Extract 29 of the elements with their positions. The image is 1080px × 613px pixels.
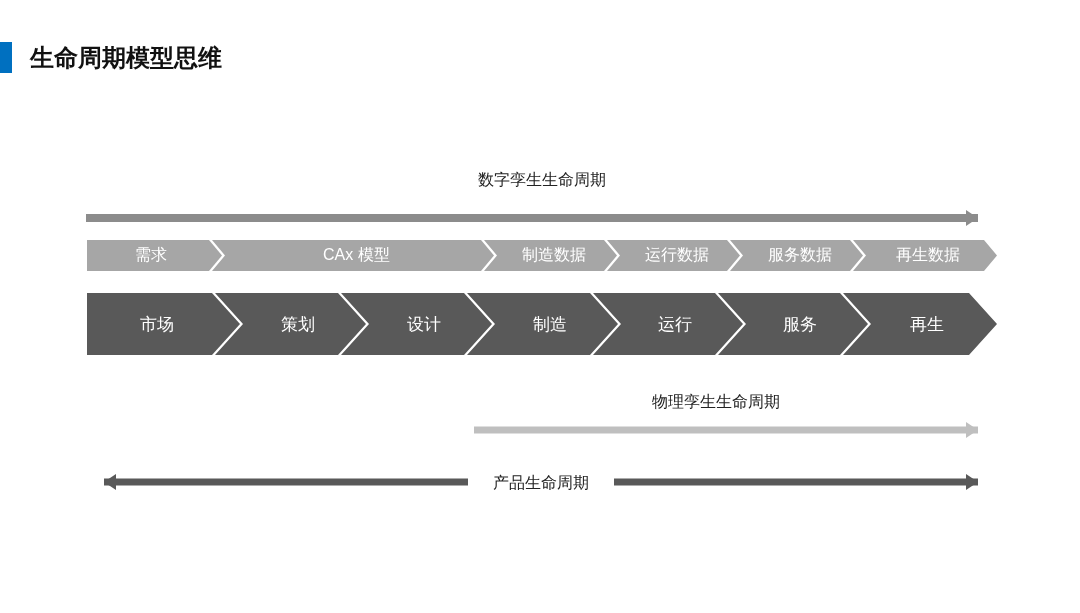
step-label: 市场: [138, 313, 175, 336]
lifecycle-label: 物理孪生生命周期: [652, 392, 780, 412]
step-label: 运行: [657, 313, 693, 336]
chevron-step: [87, 240, 222, 271]
step-label: 服务数据: [766, 245, 833, 265]
step-label: 设计: [405, 313, 442, 336]
lifecycle-label: 数字孪生生命周期: [478, 170, 606, 190]
chevron-step: [484, 240, 617, 271]
chevron-step: [215, 293, 366, 355]
chevron-step: [607, 240, 740, 271]
page-title: 生命周期模型思维: [30, 43, 222, 73]
step-label: 运行数据: [643, 245, 710, 265]
step-label: 再生数据: [895, 245, 962, 265]
step-label: CAx 模型: [321, 245, 391, 265]
chevron-step: [87, 293, 240, 355]
chevron-step: [730, 240, 863, 271]
chevron-step: [341, 293, 492, 355]
step-label: 服务: [782, 313, 818, 336]
chevron-step: [467, 293, 618, 355]
step-label: 制造数据: [520, 245, 587, 265]
step-label: 制造: [531, 313, 568, 336]
step-label: 再生: [909, 313, 945, 336]
step-label: 需求: [134, 245, 169, 265]
chevron-step: [593, 293, 743, 355]
chevron-step: [843, 293, 997, 355]
chevron-step: [853, 240, 997, 271]
chevron-step: [718, 293, 868, 355]
step-label: 策划: [279, 313, 316, 336]
lifecycle-label: 产品生命周期: [493, 473, 589, 493]
